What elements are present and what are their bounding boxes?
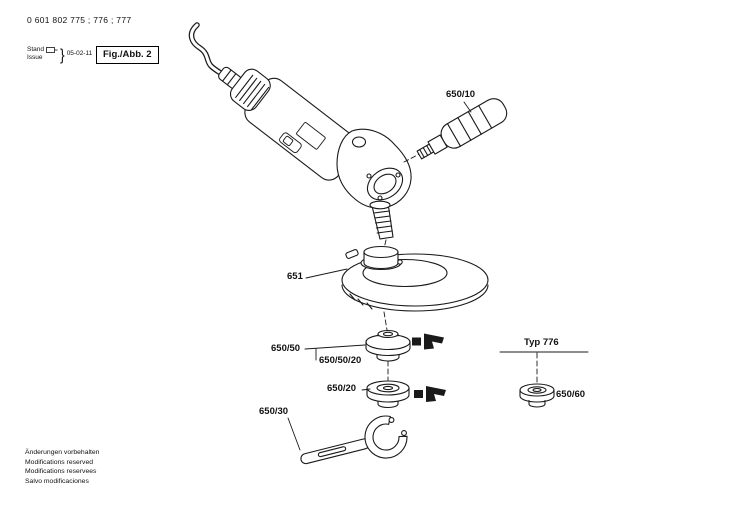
power-cord bbox=[188, 22, 242, 90]
pin-spanner bbox=[300, 415, 408, 465]
notice-line-de: Änderungen vorbehalten bbox=[25, 449, 100, 456]
inner-flange bbox=[365, 329, 411, 362]
stand-label: Stand bbox=[27, 46, 44, 53]
gear-head bbox=[336, 128, 412, 209]
side-handle bbox=[416, 98, 508, 160]
notice-line-fr: Modifications reservees bbox=[25, 468, 97, 475]
clamping-nut bbox=[519, 383, 555, 408]
issue-date: 05-02-11 bbox=[66, 50, 93, 57]
part-label-650-10: 650/10 bbox=[446, 89, 476, 100]
part-numbers: 0 601 802 775 ; 776 ; 777 bbox=[27, 15, 132, 25]
brace-glyph: } bbox=[60, 44, 65, 64]
part-label-651: 651 bbox=[287, 271, 303, 282]
spindle bbox=[369, 200, 394, 240]
mounting-clip-upper bbox=[412, 333, 444, 350]
figure-label-box: Fig./Abb. 2 bbox=[96, 46, 159, 64]
part-label-650-50-20: 650/50/20 bbox=[319, 355, 362, 366]
motor-housing bbox=[229, 68, 359, 181]
stand-pictogram-icon bbox=[46, 47, 58, 53]
backing-flange bbox=[366, 380, 410, 409]
notice-line-es: Salvo modificaciones bbox=[25, 477, 89, 485]
leader-lines bbox=[287, 101, 589, 451]
issue-label: Issue bbox=[27, 54, 43, 61]
notice-line-en: Modifications reserved bbox=[25, 458, 93, 466]
part-label-650-30: 650/30 bbox=[259, 406, 289, 417]
modifications-notice: Änderungen vorbehalten Modifications res… bbox=[25, 448, 99, 486]
type-variant-label: Typ 776 bbox=[524, 337, 559, 348]
wheel-guard bbox=[341, 245, 489, 312]
part-label-650-60: 650/60 bbox=[556, 389, 586, 400]
part-label-650-20: 650/20 bbox=[327, 383, 357, 394]
mounting-clip-lower bbox=[414, 386, 446, 402]
issue-block: Stand Issue } 05-02-11 bbox=[27, 46, 92, 62]
part-label-650-50: 650/50 bbox=[271, 343, 301, 354]
